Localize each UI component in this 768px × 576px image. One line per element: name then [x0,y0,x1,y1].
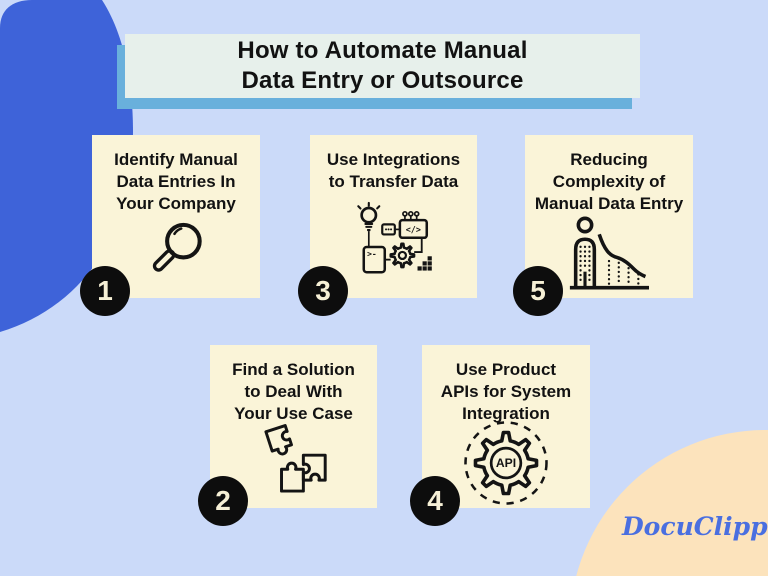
terminal-glyph: >- [367,249,377,258]
step-number-badge: 3 [298,266,348,316]
step-1-title: Identify Manual Data Entries In Your Com… [114,150,238,213]
step-number: 3 [315,275,331,306]
step-number-badge: 1 [80,266,130,316]
step-3-title: Use Integrations to Transfer Data [326,150,461,191]
step-number: 4 [427,485,443,516]
step-card-2: Find a Solution to Deal With Your Use Ca… [198,345,377,526]
step-number-badge: 4 [410,476,460,526]
step-number-badge: 2 [198,476,248,526]
title-banner: How to Automate Manual Data Entry or Out… [125,34,640,98]
page-title: How to Automate Manual Data Entry or Out… [237,37,528,94]
person-declining-chart-icon [563,215,655,290]
magnifier-icon [139,215,213,290]
api-glyph: API [496,456,516,470]
step-number-badge: 5 [513,266,563,316]
step-card-5: Reducing Complexity of Manual Data Entry… [513,135,693,316]
api-gear-icon: API [461,420,551,505]
step-number: 5 [530,275,546,306]
code-glyph: </> [405,224,420,234]
step-card-3: Use Integrations to Transfer Data </> [298,135,477,316]
docuclipper-logo: DocuClipper [622,512,768,541]
step-card-1: Identify Manual Data Entries In Your Com… [80,135,260,316]
integration-flow-icon: </> >- [352,193,436,290]
step-number: 2 [215,485,231,516]
step-2-title: Find a Solution to Deal With Your Use Ca… [232,360,355,423]
step-4-title: Use Product APIs for System Integration [440,360,572,423]
puzzle-pieces-icon [255,423,333,500]
peach-circle-decoration [570,430,768,576]
step-card-4: Use Product APIs for System Integration … [410,345,590,526]
step-5-title: Reducing Complexity of Manual Data Entry [534,150,684,213]
step-number: 1 [97,275,113,306]
